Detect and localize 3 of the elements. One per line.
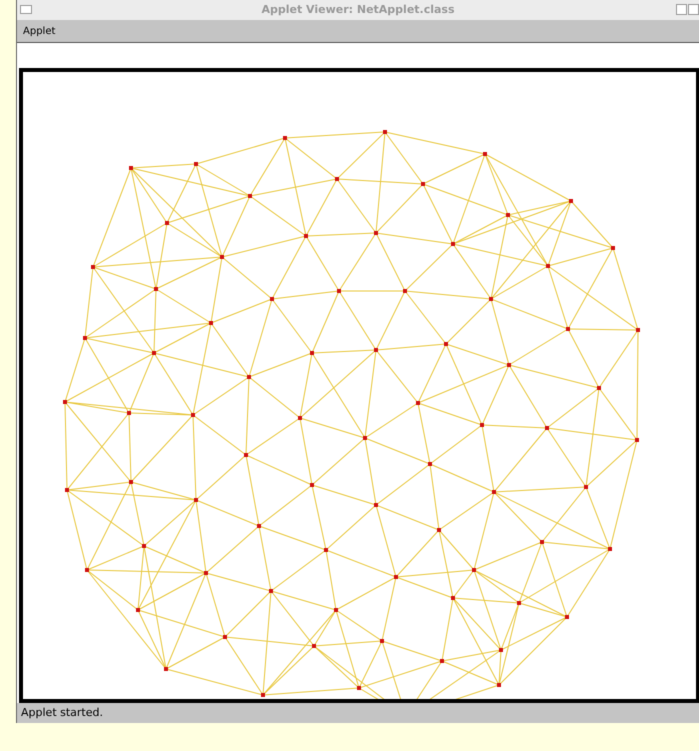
window-title: Applet Viewer: NetApplet.class: [261, 2, 455, 18]
status-text: Applet started.: [21, 704, 103, 721]
applet-menu: Applet: [23, 24, 56, 38]
